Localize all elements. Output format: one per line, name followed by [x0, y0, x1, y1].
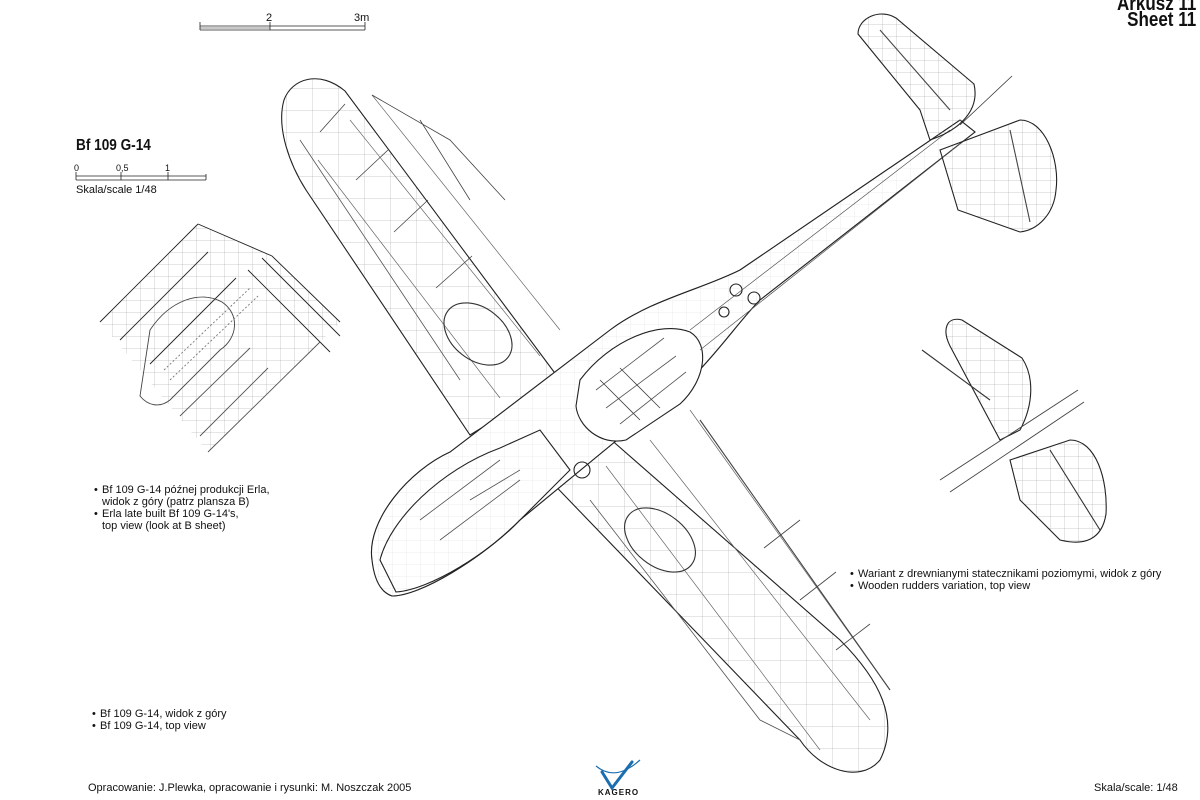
sheet-number-polish: Arkusz 11 [1116, 0, 1196, 15]
detail-inset [99, 223, 341, 453]
detail-caption-pl-2: widok z góry (patrz plansza B) [102, 496, 250, 508]
scale-bar-top [199, 22, 366, 31]
scale-label-0-5: 0,5 [116, 163, 129, 173]
detail-caption-en-2: top view (look at B sheet) [102, 520, 226, 532]
variant-tail-drawing [921, 318, 1107, 543]
scale-caption: Skala/scale 1/48 [76, 184, 157, 196]
aircraft-title: Bf 109 G-14 [76, 137, 151, 154]
main-caption-en: Bf 109 G-14, top view [92, 720, 206, 732]
scale-label-0: 0 [74, 163, 80, 173]
variant-caption-pl: Wariant z drewnianymi statecznikami pozi… [850, 568, 1161, 580]
variant-caption-en: Wooden rudders variation, top view [850, 580, 1030, 592]
scale-bar-left [75, 172, 207, 181]
detail-caption-en-1: Erla late built Bf 109 G-14's, [94, 508, 239, 520]
detail-caption-pl-1: Bf 109 G-14 późnej produkcji Erla, [94, 484, 270, 496]
scale-label-2: 2 [266, 12, 273, 24]
main-aircraft [281, 13, 1058, 773]
footer-scale: Skala/scale: 1/48 [1094, 782, 1178, 794]
kagero-logo-mark [595, 759, 641, 791]
footer-credits: Opracowanie: J.Plewka, opracowanie i rys… [88, 782, 412, 794]
main-caption-pl: Bf 109 G-14, widok z góry [92, 708, 227, 720]
footer-logo-text: KAGERO [598, 788, 640, 797]
sheet-number-english: Sheet 11 [1127, 9, 1196, 31]
scale-label-3m: 3m [354, 12, 370, 24]
scale-label-1: 1 [165, 163, 171, 173]
